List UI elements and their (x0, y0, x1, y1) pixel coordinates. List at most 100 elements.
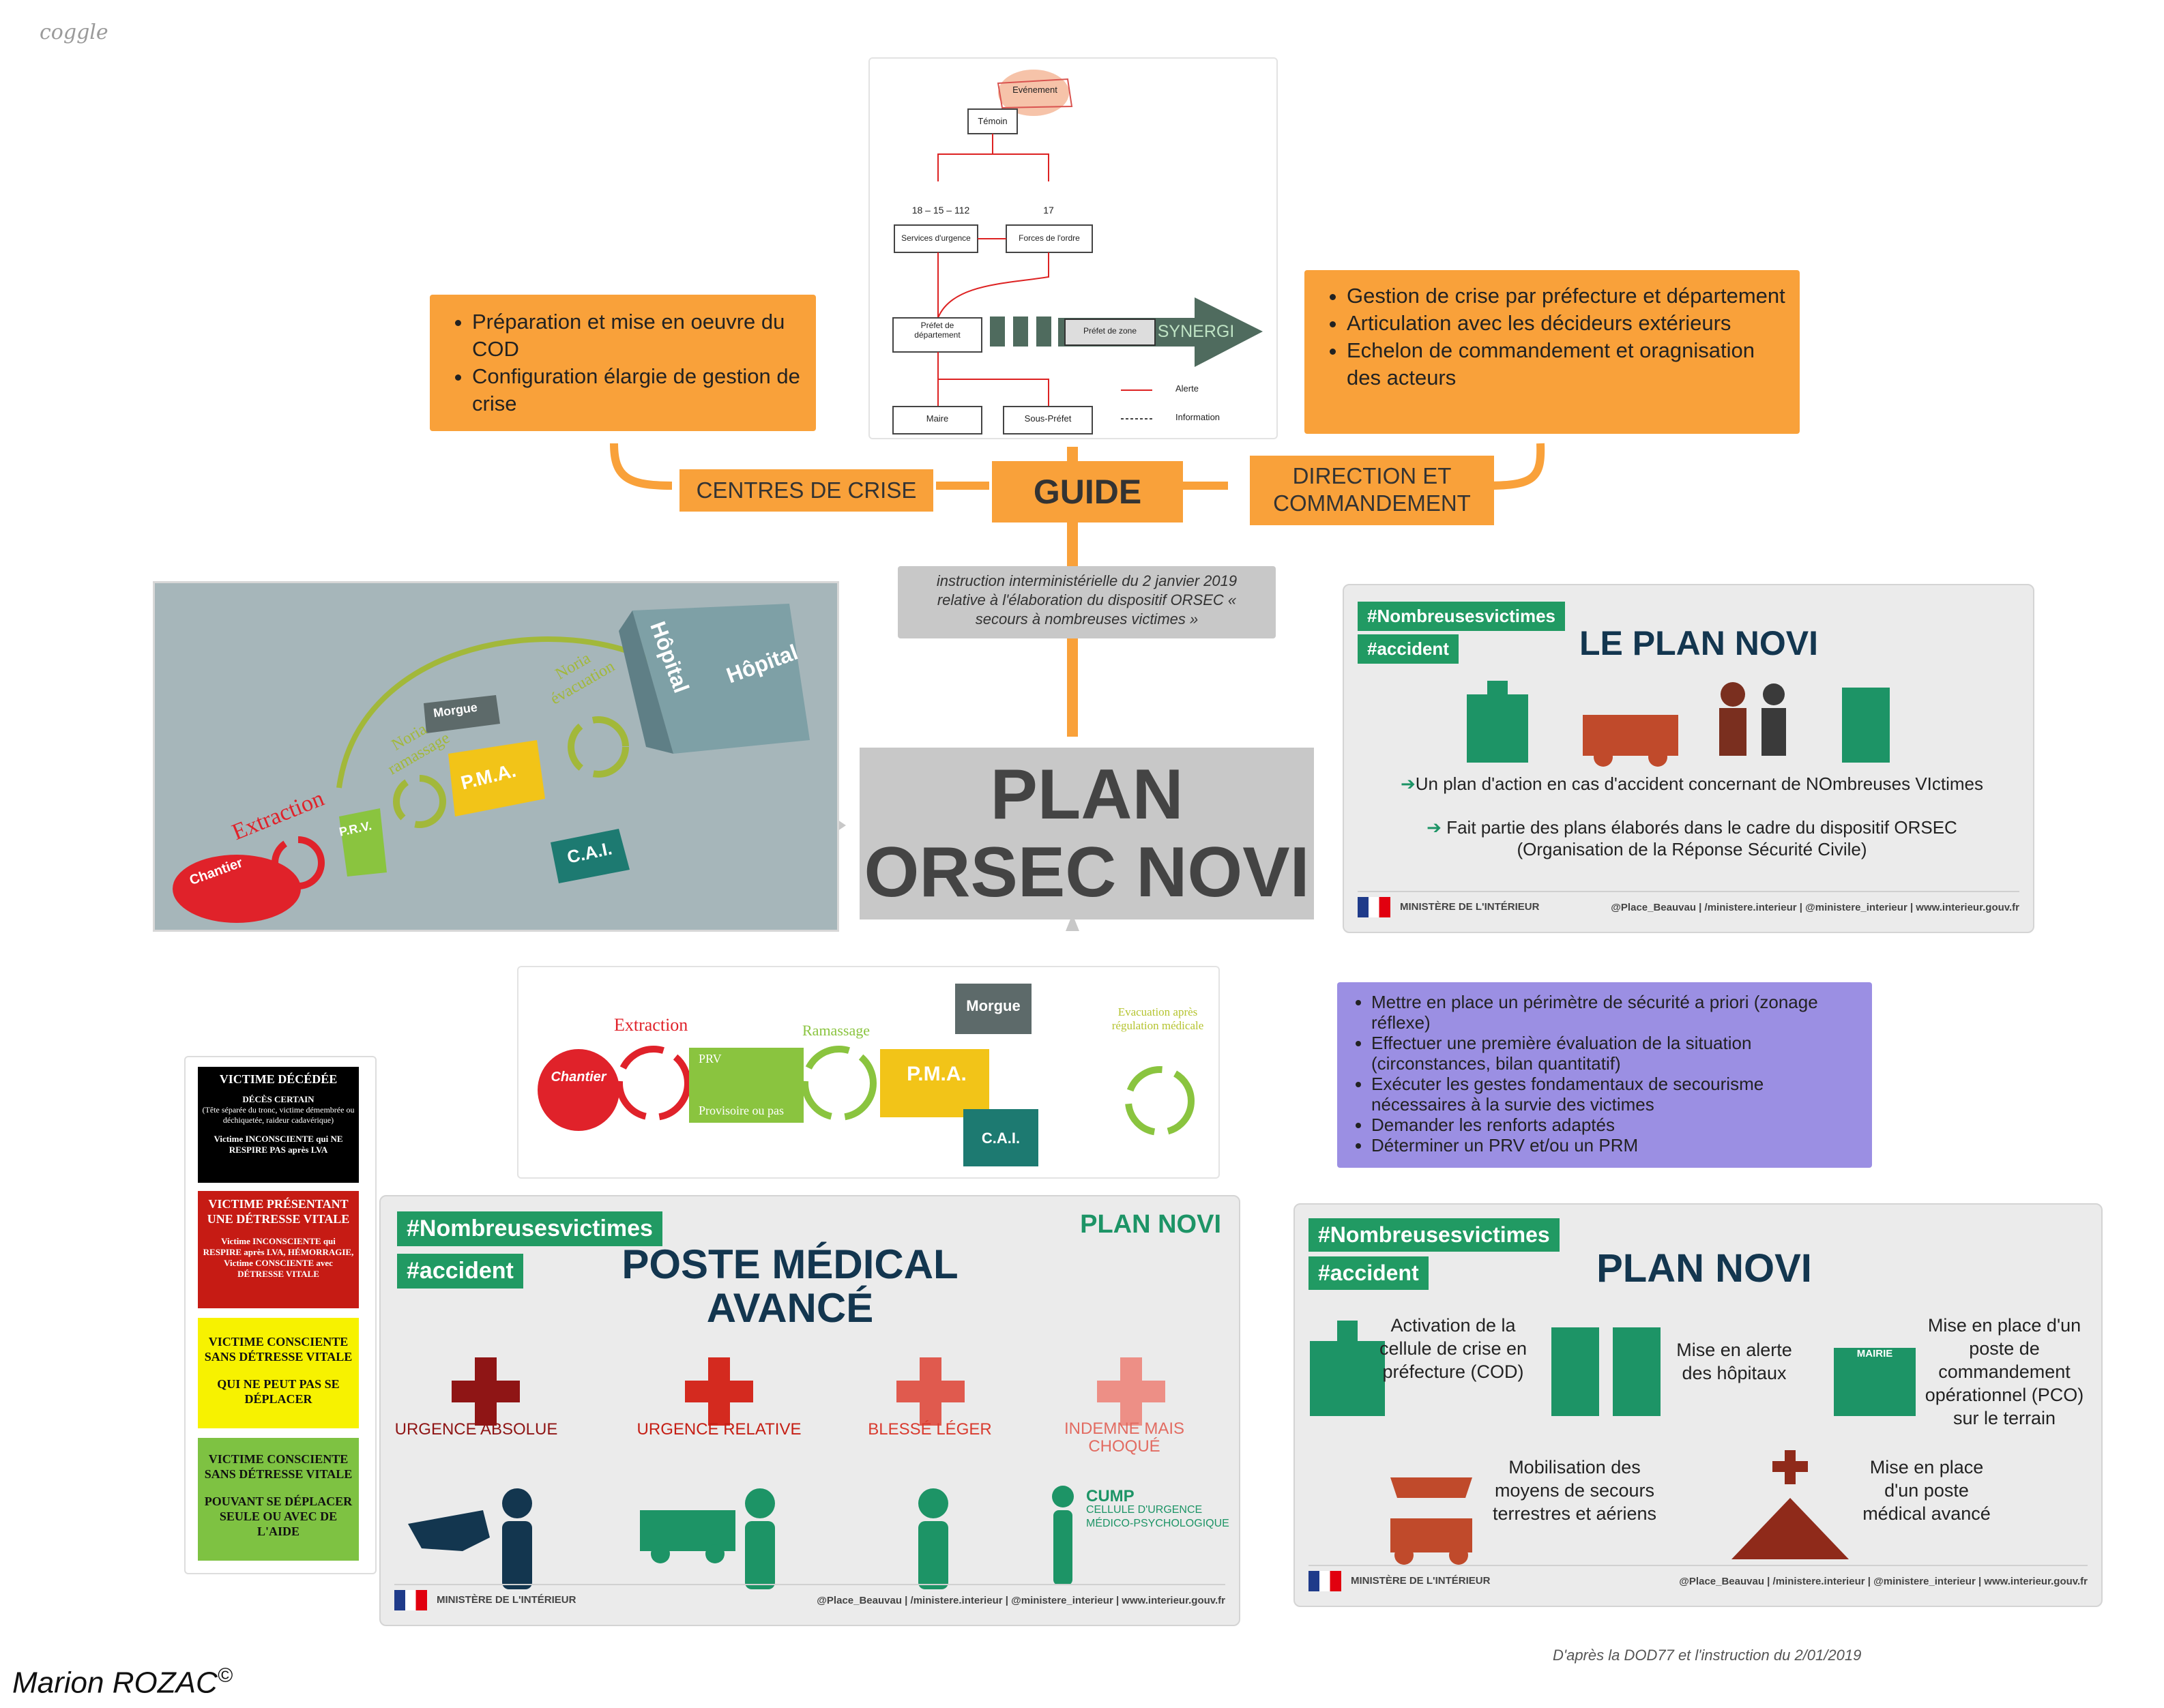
flow-witness: Témoin (978, 116, 1008, 126)
instruction-note: instruction interministérielle du 2 janv… (898, 566, 1276, 638)
cat-urgence-absolue: URGENCE ABSOLUE (394, 1420, 558, 1439)
triage-black-sub3: Victime INCONSCIENTE qui NE RESPIRE PAS … (214, 1134, 343, 1155)
plan-novi-title: PLAN NOVI (1596, 1246, 1812, 1291)
plan-novi-card: #Nombreusesvictimes #accident PLAN NOVI … (1293, 1203, 2103, 1607)
arrow-icon: ➔ (1400, 774, 1416, 794)
crisis-note: Préparation et mise en oeuvre du COD (472, 308, 806, 363)
flow-prefet-zone: Préfet de zone (1083, 326, 1137, 336)
pma-cross-icons (452, 1357, 1165, 1426)
triage-yellow: VICTIME CONSCIENTE SANS DÉTRESSE VITALE … (198, 1318, 359, 1428)
hashtag-accident: #accident (1358, 634, 1459, 664)
hashtag-victims: #Nombreusesvictimes (397, 1211, 662, 1246)
pma-corner-label: PLAN NOVI (1080, 1210, 1221, 1239)
plan-item-cod: Activation de la cellule de crise en pré… (1379, 1315, 1527, 1382)
novi-card-title: LE PLAN NOVI (1579, 624, 1819, 662)
guide-node[interactable]: GUIDE (992, 461, 1183, 522)
card-footer: MINISTÈRE DE L'INTÉRIEUR @Place_Beauvau … (1308, 1565, 2088, 1596)
crisis-centers-node[interactable]: CENTRES DE CRISE (679, 469, 933, 512)
pma-card: #Nombreusesvictimes #accident PLAN NOVI … (379, 1195, 1240, 1626)
chain-prv-sub: Provisoire ou pas (699, 1104, 784, 1117)
triage-yellow-sub: QUI NE PEUT PAS SE DÉPLACER (217, 1377, 340, 1406)
chain-extraction: Extraction (614, 1015, 688, 1035)
chain-cai: C.A.I. (981, 1130, 1021, 1147)
chain-chantier: Chantier (551, 1070, 606, 1085)
hashtag-accident: #accident (1308, 1256, 1429, 1290)
ministry-label: MINISTÈRE DE L'INTÉRIEUR (1308, 1571, 1490, 1591)
command-notes: Gestion de crise par préfecture et dépar… (1304, 270, 1800, 434)
legend-alert: Alerte (1175, 383, 1199, 394)
legend-info: Information (1175, 412, 1220, 422)
command-note: Echelon de commandement et oragnisation … (1347, 337, 1790, 392)
command-note: Gestion de crise par préfecture et dépar… (1347, 282, 1790, 310)
novi-icons (1467, 681, 1890, 767)
central-title-line2: ORSEC NOVI (864, 833, 1310, 912)
brand-logo: coggle (40, 20, 108, 44)
flow-prefet-dep: Préfet de département (914, 321, 961, 340)
source-note: D'après la DOD77 et l'instruction du 2/0… (1553, 1647, 1862, 1664)
pma-people-icons (408, 1486, 1074, 1589)
crisis-centers-notes: Préparation et mise en oeuvre du COD Con… (430, 295, 816, 431)
crisis-note: Configuration élargie de gestion de cris… (472, 363, 806, 417)
triage-green: VICTIME CONSCIENTE SANS DÉTRESSE VITALE … (198, 1438, 359, 1561)
hashtag-accident: #accident (397, 1254, 523, 1289)
flow-police: Forces de l'ordre (1019, 233, 1080, 243)
flow-synergi: SYNERGI (1157, 322, 1235, 341)
cat-blesse-leger: BLESSÉ LÉGER (868, 1420, 992, 1439)
flag-icon (394, 1590, 427, 1610)
hashtag-victims: #Nombreusesvictimes (1358, 602, 1566, 631)
command-note: Articulation avec les décideurs extérieu… (1347, 310, 1790, 337)
social-links: @Place_Beauvau | /ministere.interieur | … (1611, 901, 2019, 913)
flow-num-left: 18 – 15 – 112 (911, 205, 970, 216)
chain-ramassage: Ramassage (802, 1022, 870, 1039)
cat-urgence-relative: URGENCE RELATIVE (637, 1420, 802, 1439)
arrow-icon: ➔ (1427, 817, 1442, 838)
plan-novi-icons (1310, 1321, 1916, 1565)
flag-icon (1358, 897, 1390, 917)
plan-item-pco: Mise en place d'un poste de commandement… (1925, 1315, 2084, 1428)
novi-line1: Un plan d'action en cas d'accident conce… (1415, 774, 1984, 794)
cump-label: CUMP (1086, 1487, 1135, 1505)
command-node[interactable]: DIRECTION ET COMMANDEMENT (1250, 456, 1494, 525)
flowchart-panel: Evénement Témoin 18 – 15 – 112 17 Servic… (868, 57, 1278, 439)
triage-yellow-title: VICTIME CONSCIENTE SANS DÉTRESSE VITALE (204, 1335, 353, 1364)
central-node[interactable]: PLAN ORSEC NOVI (860, 748, 1314, 919)
chain-morgue: Morgue (966, 997, 1021, 1014)
pma-title-line1: POSTE MÉDICAL (622, 1241, 959, 1287)
pma-title: POSTE MÉDICAL AVANCÉ (585, 1243, 995, 1330)
plan-item-pma: Mise en place d'un poste médical avancé (1862, 1457, 1991, 1524)
social-links: @Place_Beauvau | /ministere.interieur | … (1679, 1575, 2088, 1587)
chain-prv: PRV (699, 1052, 722, 1065)
chain-panel: Chantier Extraction PRV Provisoire ou pa… (517, 966, 1220, 1179)
novi-definition-line: ➔Un plan d'action en cas d'accident conc… (1371, 774, 2013, 795)
author-name: Marion ROZAC (12, 1666, 218, 1700)
triage-black-sub2: (Tête séparée du tronc, victime démembré… (202, 1105, 355, 1125)
scene-3d-panel: Chantier Extraction P.R.V. Noria ramassa… (153, 581, 839, 932)
novi-definition-card: #Nombreusesvictimes #accident LE PLAN NO… (1343, 584, 2034, 933)
author-signature: Marion ROZAC© (12, 1664, 233, 1700)
action-item: Effectuer une première évaluation de la … (1371, 1033, 1862, 1074)
triage-red-title: VICTIME PRÉSENTANT UNE DÉTRESSE VITALE (207, 1197, 350, 1226)
action-item: Mettre en place un périmètre de sécurité… (1371, 992, 1862, 1033)
plan-item-hospitals: Mise en alerte des hôpitaux (1676, 1340, 1792, 1383)
flag-icon (1308, 1571, 1341, 1591)
social-links: @Place_Beauvau | /ministere.interieur | … (817, 1594, 1225, 1606)
actions-box: Mettre en place un périmètre de sécurité… (1337, 982, 1872, 1168)
central-title-line1: PLAN (990, 755, 1184, 834)
hashtag-victims: #Nombreusesvictimes (1308, 1218, 1560, 1252)
card-footer: MINISTÈRE DE L'INTÉRIEUR @Place_Beauvau … (394, 1584, 1225, 1615)
chain-evac: Evacuation après régulation médicale (1111, 1005, 1204, 1032)
novi-line2b: (Organisation de la Réponse Sécurité Civ… (1517, 839, 1867, 859)
flow-event: Evénement (1012, 85, 1057, 95)
ministry-label: MINISTÈRE DE L'INTÉRIEUR (394, 1590, 576, 1610)
card-footer: MINISTÈRE DE L'INTÉRIEUR @Place_Beauvau … (1358, 891, 2019, 922)
triage-red: VICTIME PRÉSENTANT UNE DÉTRESSE VITALE V… (198, 1191, 359, 1308)
pma-title-line2: AVANCÉ (706, 1285, 874, 1331)
cump-sub1: CELLULE D'URGENCE (1086, 1504, 1203, 1516)
triage-black-title: VICTIME DÉCÉDÉE (219, 1072, 338, 1086)
plan-item-means: Mobilisation des moyens de secours terre… (1492, 1457, 1657, 1524)
flow-urgent: Services d'urgence (901, 233, 971, 243)
copyright-mark: © (217, 1664, 233, 1687)
flow-sous-prefet: Sous-Préfet (1024, 413, 1072, 424)
ministry-label: MINISTÈRE DE L'INTÉRIEUR (1358, 897, 1539, 917)
